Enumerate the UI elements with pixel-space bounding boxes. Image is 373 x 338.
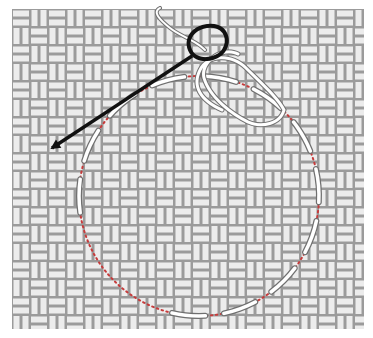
stitch-0: [79, 179, 80, 212]
